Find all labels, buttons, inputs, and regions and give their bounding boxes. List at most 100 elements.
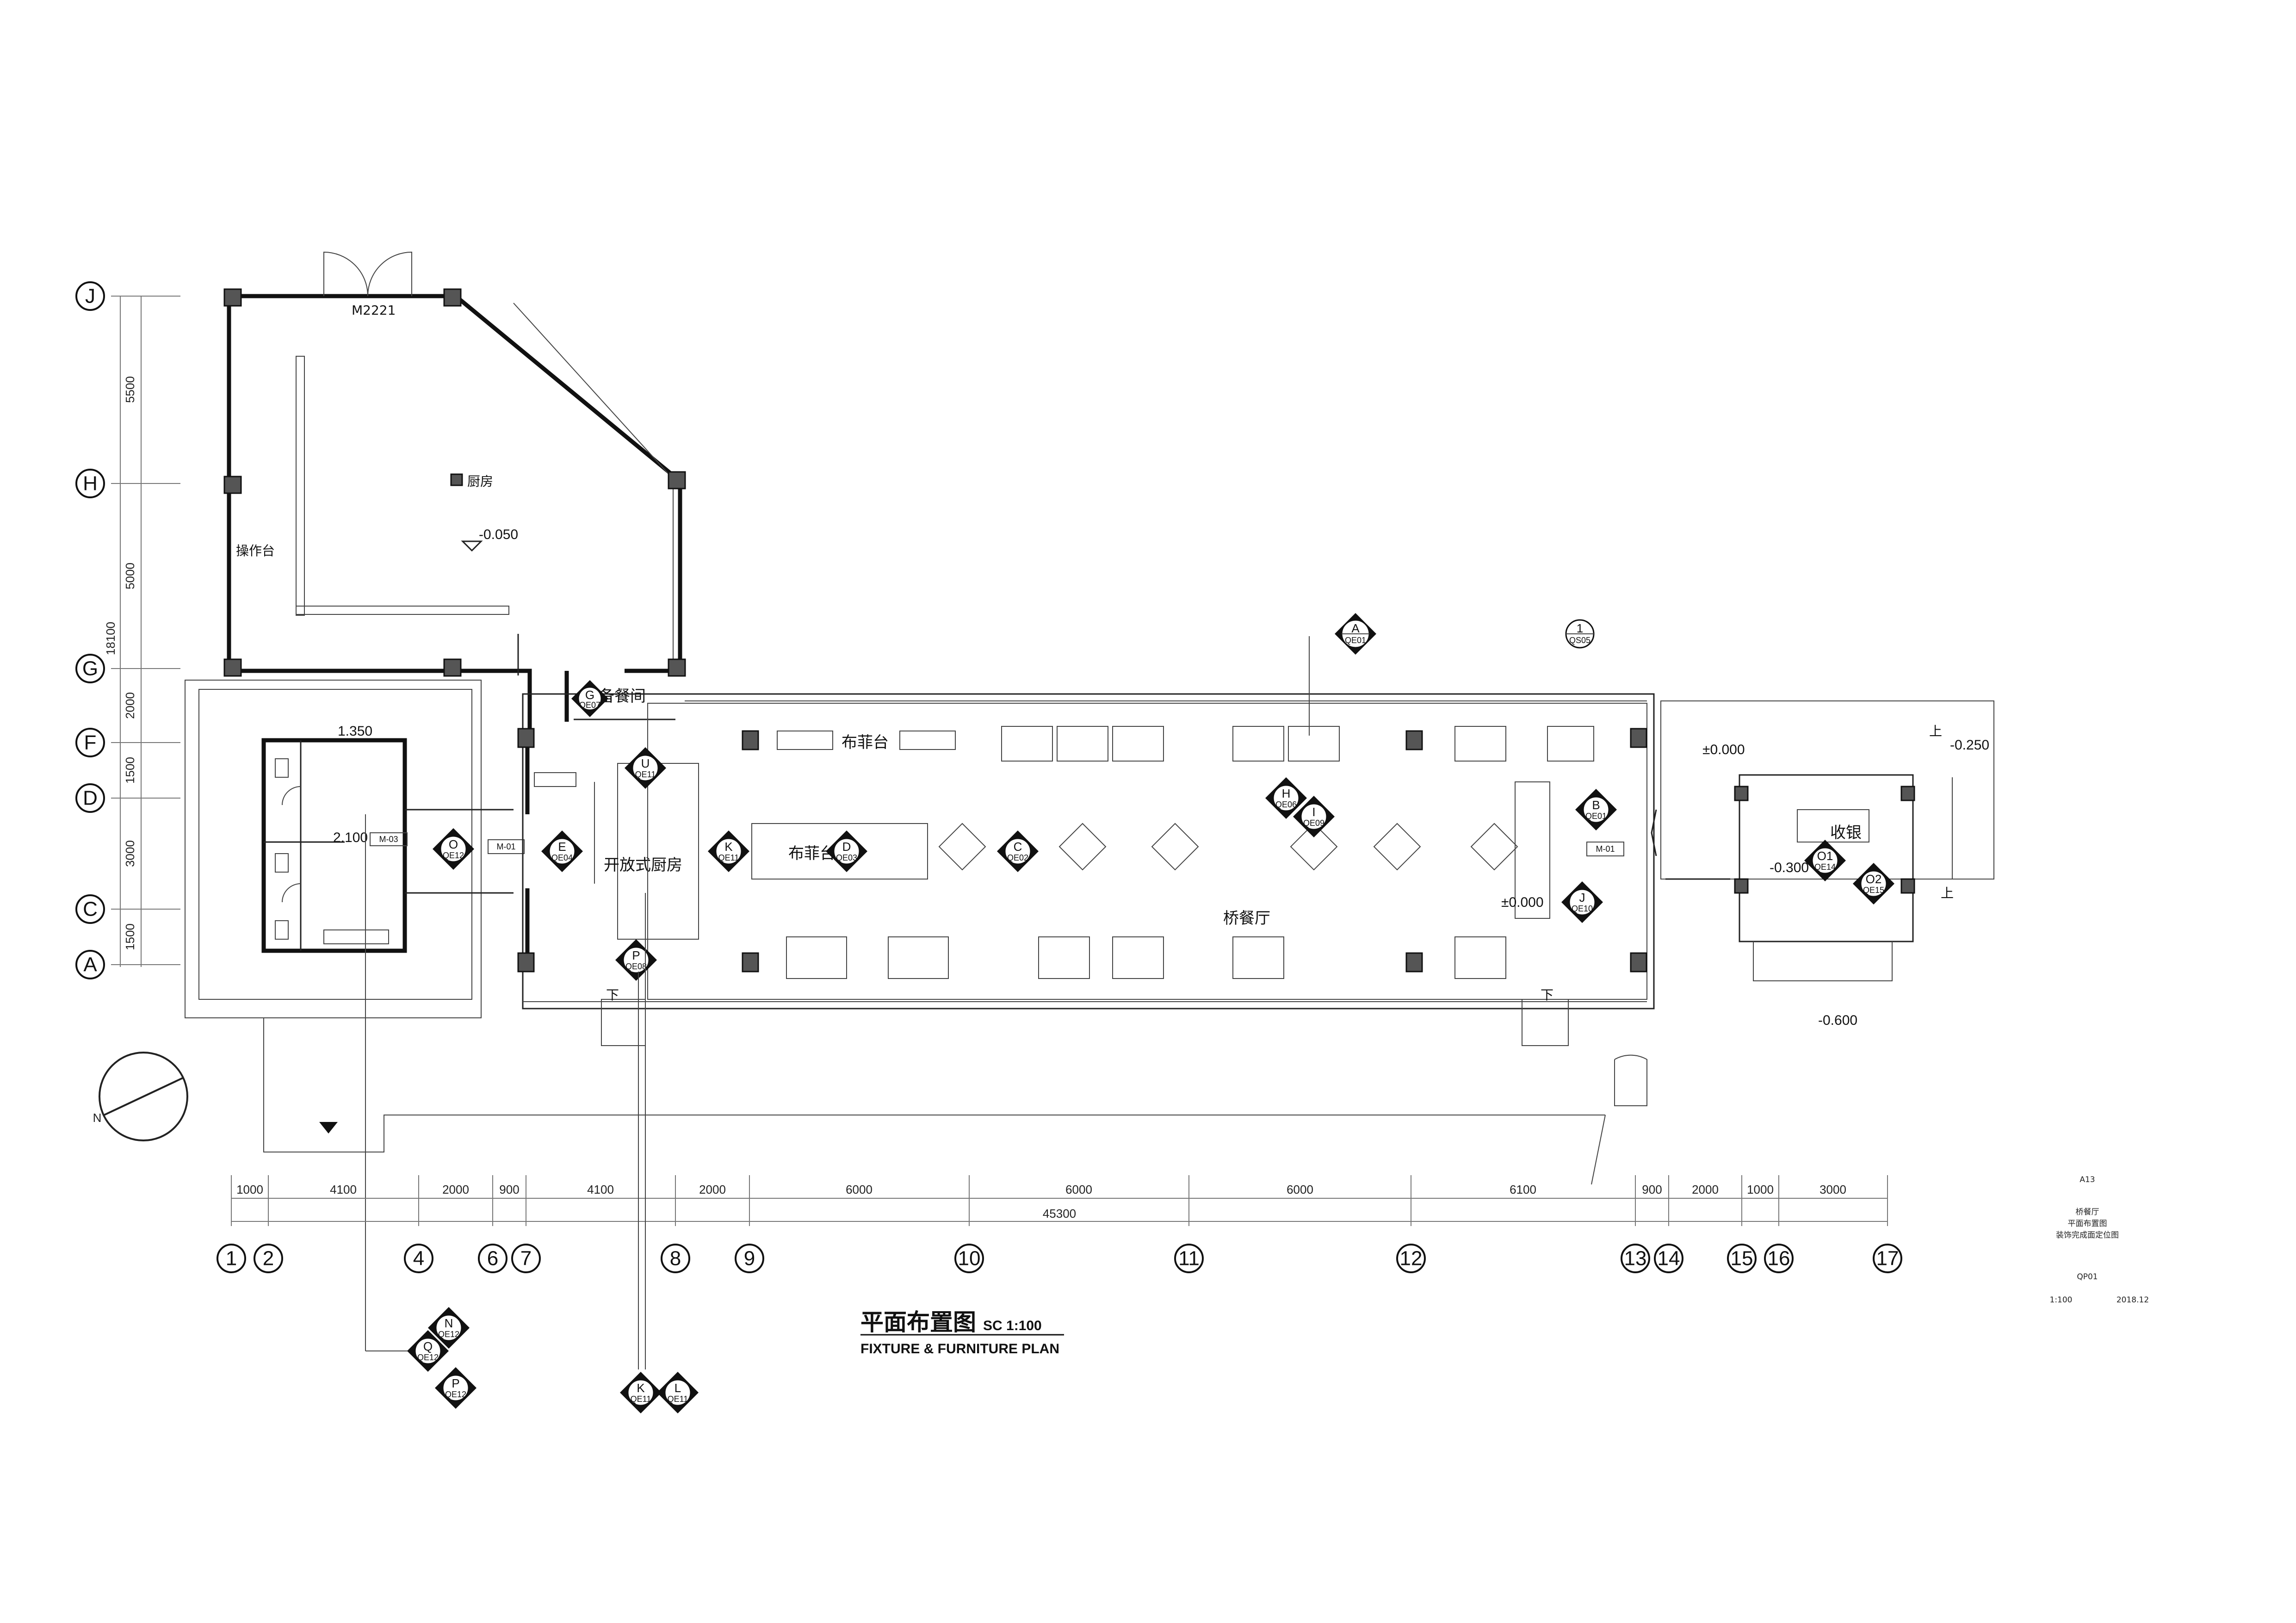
- col-dim: 6000: [846, 1183, 873, 1196]
- room-label-kitchen: 厨房: [467, 474, 493, 489]
- col-axis-7: 7: [520, 1247, 532, 1270]
- level-bridge-end: ±0.000: [1501, 895, 1544, 910]
- door-tag-m01-right: M-01: [1596, 844, 1615, 854]
- svg-text:QE02: QE02: [1007, 853, 1028, 862]
- level-bottom: -0.600: [1818, 1013, 1857, 1028]
- row-dim-total: 18100: [104, 622, 118, 655]
- svg-text:QE04: QE04: [551, 853, 573, 862]
- col-dim: 6000: [1287, 1183, 1313, 1196]
- row-dim: 1500: [123, 923, 137, 950]
- col-axis-17: 17: [1876, 1247, 1899, 1270]
- level-toilet2: 2.100: [333, 830, 368, 845]
- north-arrow-icon: N: [93, 1052, 188, 1141]
- level-kitchen: -0.050: [479, 527, 518, 542]
- kitchen-block: M2221 操作台 厨房 -0.050: [223, 251, 686, 731]
- door-tag-m01-left: M-01: [496, 842, 515, 851]
- col-axis-9: 9: [744, 1247, 755, 1270]
- col-dim: 6000: [1065, 1183, 1092, 1196]
- svg-text:QE01: QE01: [1585, 812, 1607, 821]
- row-axis-grid: J H G F D C A 5500 5000 2000 1500 3000 1…: [75, 281, 180, 979]
- svg-text:O: O: [449, 837, 458, 851]
- svg-text:QE15: QE15: [1863, 886, 1884, 895]
- col-dim: 2000: [1692, 1183, 1719, 1196]
- svg-text:QE11: QE11: [635, 770, 656, 779]
- col-axis-12: 12: [1400, 1247, 1423, 1270]
- col-dim: 2000: [442, 1183, 469, 1196]
- row-dim: 3000: [123, 840, 137, 867]
- col-dim-total: 45300: [1043, 1207, 1076, 1220]
- dining-hall: 桥餐厅 布菲台 布菲台: [517, 693, 1655, 1046]
- col-axis-16: 16: [1768, 1247, 1790, 1270]
- col-dim: 3000: [1819, 1183, 1846, 1196]
- open-kitchen-zone: 开放式厨房 M-01: [488, 731, 699, 972]
- svg-text:P: P: [452, 1376, 459, 1390]
- col-dim: 900: [499, 1183, 519, 1196]
- row-dim: 5500: [123, 376, 137, 403]
- svg-text:QE03: QE03: [836, 853, 857, 862]
- tb-line: 平面布置图: [2068, 1219, 2107, 1228]
- svg-text:H: H: [1282, 787, 1291, 800]
- level-cashier-top: ±0.000: [1702, 742, 1745, 757]
- svg-text:C: C: [1014, 840, 1022, 854]
- row-axis-D: D: [83, 787, 98, 810]
- tb-line: 桥餐厅: [2076, 1208, 2099, 1217]
- svg-text:QE12: QE12: [417, 1353, 439, 1362]
- row-axis-H: H: [83, 472, 98, 495]
- svg-text:QE10: QE10: [1572, 904, 1593, 913]
- cashier-block: 收银 ±0.000 -0.250 -0.300 -0.600 上 上: [1651, 700, 1994, 1028]
- title-block: A13 桥餐厅 平面布置图 装饰完成面定位图 QP01 1:100 2018.1…: [2050, 1175, 2149, 1305]
- tb-line: 装饰完成面定位图: [2056, 1231, 2119, 1240]
- col-axis-10: 10: [958, 1247, 981, 1270]
- row-axis-G: G: [82, 657, 98, 680]
- room-label-prep: 备餐间: [599, 687, 646, 706]
- svg-text:D: D: [842, 840, 851, 854]
- tb-line: 2018.12: [2117, 1295, 2149, 1305]
- svg-text:QE09: QE09: [1303, 818, 1324, 828]
- stair-up-2: 上: [1941, 886, 1954, 901]
- svg-text:O2: O2: [1866, 872, 1882, 886]
- col-dim: 4100: [330, 1183, 357, 1196]
- room-label-counter: 操作台: [236, 543, 275, 558]
- svg-text:QE11: QE11: [718, 853, 739, 862]
- lower-outline: [263, 1018, 1647, 1185]
- row-axis-A: A: [83, 954, 97, 976]
- svg-text:QE08: QE08: [625, 962, 647, 971]
- level-r1: -0.250: [1950, 737, 1989, 753]
- svg-text:I: I: [1312, 805, 1315, 819]
- row-axis-C: C: [83, 898, 98, 921]
- col-dim: 4100: [587, 1183, 614, 1196]
- table-row-top: [1001, 726, 1594, 762]
- svg-text:QE11: QE11: [631, 1394, 651, 1404]
- col-axis-8: 8: [670, 1247, 681, 1270]
- svg-text:Q: Q: [423, 1339, 433, 1353]
- room-label-buffet-2: 布菲台: [788, 844, 835, 863]
- col-axis-1: 1: [226, 1247, 237, 1270]
- door-tag-m03: M-03: [379, 835, 398, 844]
- svg-text:K: K: [724, 840, 733, 854]
- col-dim: 1000: [236, 1183, 263, 1196]
- svg-text:K: K: [637, 1381, 645, 1395]
- table-row-bottom: [786, 936, 1506, 979]
- title-scale: SC 1:100: [983, 1318, 1042, 1333]
- svg-text:P: P: [632, 948, 640, 962]
- row-dim: 1500: [123, 757, 137, 784]
- svg-text:N: N: [445, 1316, 453, 1330]
- svg-text:QE12: QE12: [443, 851, 464, 860]
- svg-text:E: E: [558, 840, 566, 854]
- svg-text:U: U: [641, 756, 650, 770]
